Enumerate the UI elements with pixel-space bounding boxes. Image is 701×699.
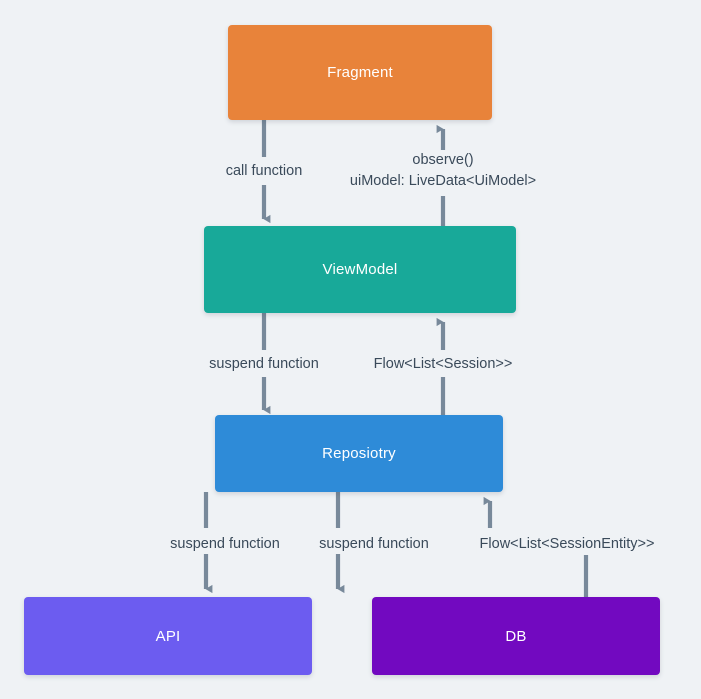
node-fragment[interactable]: Fragment <box>228 25 492 120</box>
node-viewmodel[interactable]: ViewModel <box>204 226 516 313</box>
edge-label-flow-list-session-entity: Flow<List<SessionEntity>> <box>476 534 658 554</box>
node-db-label: DB <box>505 627 527 645</box>
edge-label-observe-line1: observe() <box>412 152 474 168</box>
edge-label-suspend-function-db: suspend function <box>316 534 432 554</box>
node-db[interactable]: DB <box>372 597 660 675</box>
node-repository[interactable]: Reposiotry <box>215 415 503 492</box>
edge-label-call-function: call function <box>222 161 306 181</box>
edge-label-flow-list-session: Flow<List<Session>> <box>370 354 516 374</box>
node-api[interactable]: API <box>24 597 312 675</box>
edge-label-observe: observe() uiModel: LiveData<UiModel> <box>346 150 540 192</box>
edge-label-suspend-function-viewmodel-repository: suspend function <box>206 354 322 374</box>
edge-label-suspend-function-api: suspend function <box>167 534 283 554</box>
node-fragment-label: Fragment <box>327 64 393 81</box>
node-viewmodel-label: ViewModel <box>322 261 398 278</box>
edge-label-observe-line2: uiModel: LiveData<UiModel> <box>349 173 537 189</box>
node-repository-label: Reposiotry <box>322 445 396 462</box>
node-api-label: API <box>155 627 181 645</box>
